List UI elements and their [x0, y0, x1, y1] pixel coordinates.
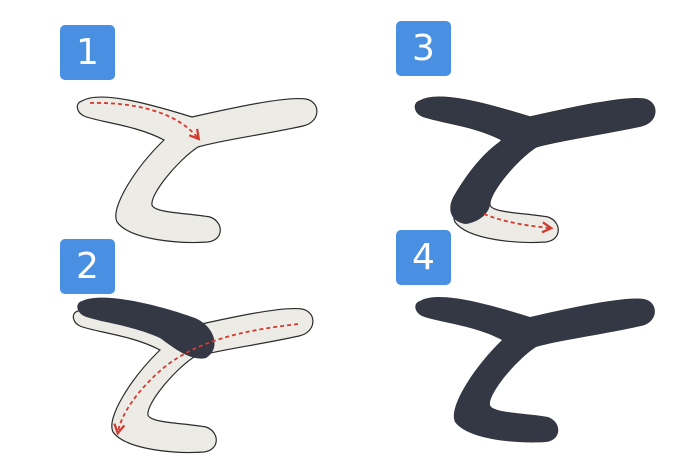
panel-3-stroke [414, 96, 656, 244]
inked-stroke [77, 297, 215, 359]
panel-4-stroke [415, 297, 655, 443]
step-badge-4: 4 [396, 230, 451, 285]
direction-arrow [89, 102, 201, 141]
step-badge-2: 2 [60, 239, 115, 294]
direction-arrow [113, 323, 299, 436]
step-badge-3: 3 [396, 21, 451, 76]
panel-1-stroke [76, 96, 318, 244]
step-badge-1: 1 [60, 25, 115, 80]
panel-2-stroke [72, 297, 314, 454]
inked-stroke [415, 297, 655, 443]
inked-stroke [415, 97, 655, 224]
